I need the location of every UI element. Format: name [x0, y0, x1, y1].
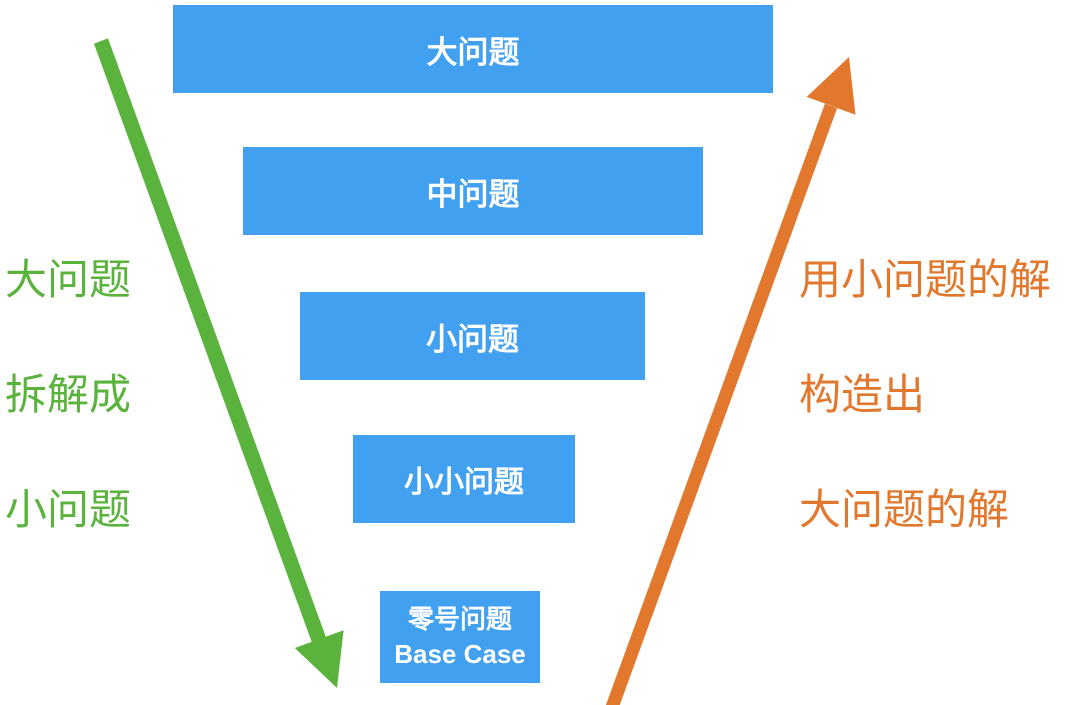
right-annotation-line: 用小问题的解	[799, 256, 1052, 303]
left-annotation-line: 大问题	[5, 256, 132, 303]
funnel-box-label: 中问题	[426, 176, 520, 212]
left-annotation-line: 小问题	[5, 486, 132, 533]
funnel-box-label: 零号问题	[407, 603, 512, 634]
funnel-box-tiny-problem: 小小问题	[353, 435, 575, 523]
right-annotation-construct: 用小问题的解 构造出 大问题的解	[799, 246, 1051, 537]
left-annotation-line: 拆解成	[5, 371, 132, 418]
funnel-box-small-problem: 小问题	[300, 292, 645, 380]
decompose-arrow-down-icon	[93, 38, 344, 688]
funnel-box-label: 小问题	[426, 321, 519, 357]
right-annotation-line: 大问题的解	[799, 486, 1010, 533]
funnel-box-label: 小小问题	[404, 466, 524, 499]
construct-arrow-up-icon	[605, 57, 856, 705]
funnel-box-label: 大问题	[426, 34, 520, 70]
funnel-box-label-line2: Base Case	[394, 639, 526, 669]
funnel-box-base-case: 零号问题 Base Case	[380, 591, 540, 683]
funnel-box-medium-problem: 中问题	[243, 147, 703, 235]
left-annotation-decompose: 大问题 拆解成 小问题	[5, 246, 131, 537]
funnel-box-big-problem: 大问题	[173, 5, 773, 93]
right-annotation-line: 构造出	[799, 371, 926, 418]
